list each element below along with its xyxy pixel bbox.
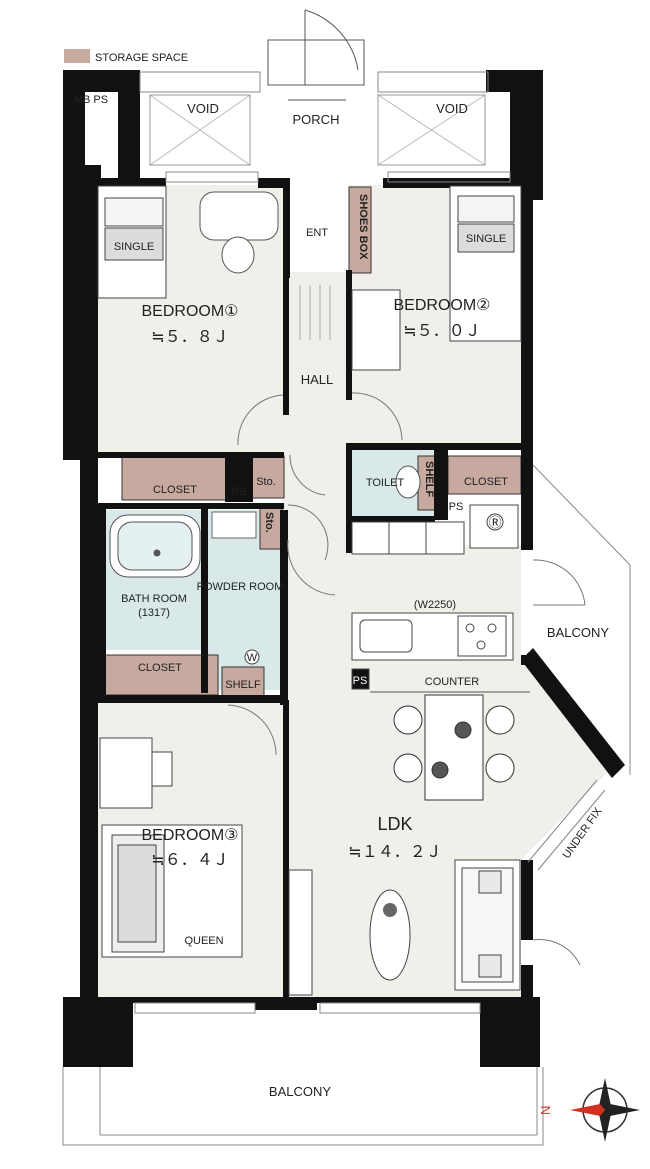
ps3-label: PS (353, 675, 368, 687)
ent-label: ENT (306, 227, 328, 239)
queen-label: QUEEN (184, 935, 223, 947)
beds (97, 185, 522, 958)
ldk-name: LDK (377, 814, 412, 834)
desk (99, 737, 173, 809)
bedroom2-name: BEDROOM② (393, 297, 490, 314)
void-right-label: VOID (436, 101, 468, 116)
ps2-label: PS (449, 501, 464, 513)
sto2-label: Sto. (263, 512, 275, 533)
powder-sink (211, 511, 257, 539)
shoes-box-label: SHOES BOX (357, 194, 369, 260)
under-fix-label: UNDER FIX (561, 805, 605, 861)
balcony-bottom-label: BALCONY (269, 1084, 331, 1099)
storage-legend-label: STORAGE SPACE (95, 52, 188, 64)
walls (63, 70, 625, 1067)
bedroom2-size: ≒５．０Ｊ (403, 323, 480, 340)
counter-label: COUNTER (425, 676, 479, 688)
ldk-size: ≒１４．２Ｊ (348, 844, 441, 861)
plant-icon (383, 903, 397, 917)
dining-table (393, 694, 515, 801)
bathtub (109, 514, 201, 578)
sto1-label: Sto. (256, 476, 276, 488)
bedroom1-name: BEDROOM① (141, 303, 238, 320)
porch-door (267, 9, 365, 101)
balcony-side-label: BALCONY (547, 625, 609, 640)
single-left-label: SINGLE (114, 241, 154, 253)
compass-north-label: N (538, 1106, 553, 1115)
washer-mark: W (247, 652, 258, 664)
sofa (454, 859, 521, 991)
shelf-powder-label: SHELF (225, 679, 261, 691)
toilet-label: TOILET (366, 477, 405, 489)
powder-room-label: POWDER ROOM (197, 581, 284, 593)
bedroom1-size: ≒５．８Ｊ (151, 329, 228, 346)
closet1-label: CLOSET (153, 484, 197, 496)
bedroom3-name: BEDROOM③ (141, 827, 238, 844)
storage-legend-swatch (64, 49, 90, 63)
hall-marks (299, 285, 331, 340)
single-right-label: SINGLE (466, 233, 506, 245)
bedroom3-size: ≒６．４Ｊ (151, 852, 228, 869)
kitchen (351, 504, 519, 690)
closet3-label: CLOSET (138, 662, 182, 674)
door-swings (227, 392, 586, 966)
wardrobe-bedroom2 (351, 289, 401, 371)
washer-icon (244, 649, 260, 665)
mbps-label: MB PS (74, 94, 108, 106)
porch-label: PORCH (293, 112, 340, 127)
void-hatching (149, 94, 486, 166)
windows (62, 71, 631, 1146)
hall-label: HALL (301, 372, 334, 387)
bath-room-label: BATH ROOM (121, 593, 187, 605)
closet2-label: CLOSET (464, 476, 508, 488)
tv-cabinet (288, 869, 313, 996)
compass-icon (570, 1078, 640, 1142)
void-left-label: VOID (187, 101, 219, 116)
shelf-toilet-label: SHELF (423, 461, 435, 497)
ps1-label: PS (232, 486, 247, 498)
coffee-table (369, 889, 411, 981)
kitchen-width-label: (W2250) (414, 599, 456, 611)
fridge-mark: Ⓡ (488, 515, 501, 530)
bath-size-label: (1317) (138, 607, 170, 619)
toilet-fixture (199, 191, 421, 499)
